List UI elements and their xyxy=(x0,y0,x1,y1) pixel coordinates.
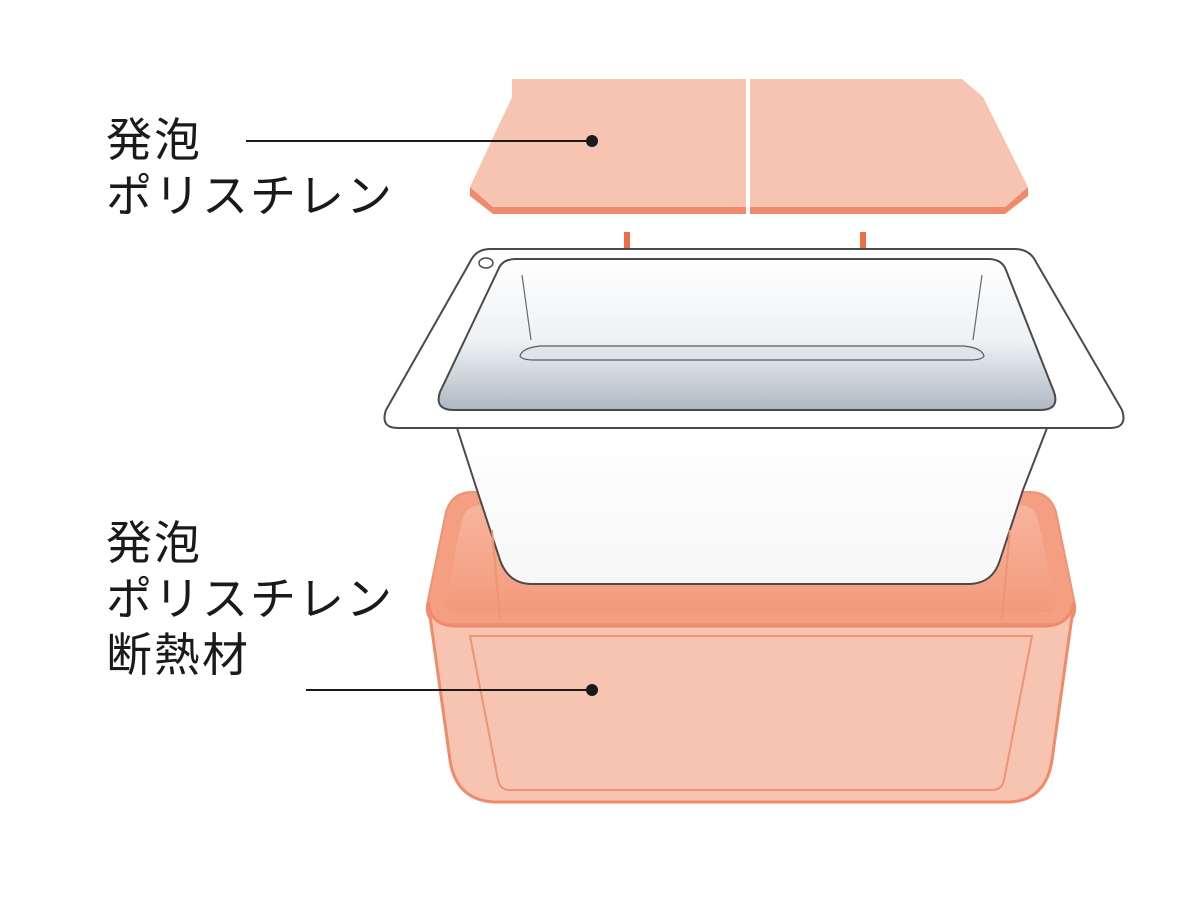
foam-lid xyxy=(470,79,1028,214)
leader-dot-insulation xyxy=(586,684,598,696)
leader-line-insulation xyxy=(306,684,598,696)
bathtub-floor-ridge xyxy=(519,345,985,361)
bathtub-drain-hole xyxy=(478,257,494,269)
bathtub-basin xyxy=(437,258,1057,411)
bathtub-inner-line-right xyxy=(972,274,983,341)
bathtub-inner-line-left xyxy=(521,274,532,341)
lid-label-line2: ポリスチレン xyxy=(106,169,394,223)
lid-label: 発泡 ポリスチレン xyxy=(106,112,394,224)
foam-lid-edge xyxy=(470,187,1028,214)
lid-label-line1: 発泡 xyxy=(106,113,202,167)
bathtub xyxy=(383,248,1125,585)
foam-insulation-box-front xyxy=(426,529,1076,804)
leader-dot-lid xyxy=(586,135,598,147)
insulation-label: 発泡 ポリスチレン 断熱材 xyxy=(106,515,394,683)
insulation-label-line3: 断熱材 xyxy=(106,628,250,682)
foam-box-front-wall xyxy=(426,601,1076,804)
insulation-label-line2: ポリスチレン xyxy=(106,572,394,626)
leader-line-lid xyxy=(246,135,598,147)
insulation-label-line1: 発泡 xyxy=(106,516,202,570)
foam-box-front-panel xyxy=(468,635,1034,791)
bathtub-body xyxy=(455,427,1049,585)
